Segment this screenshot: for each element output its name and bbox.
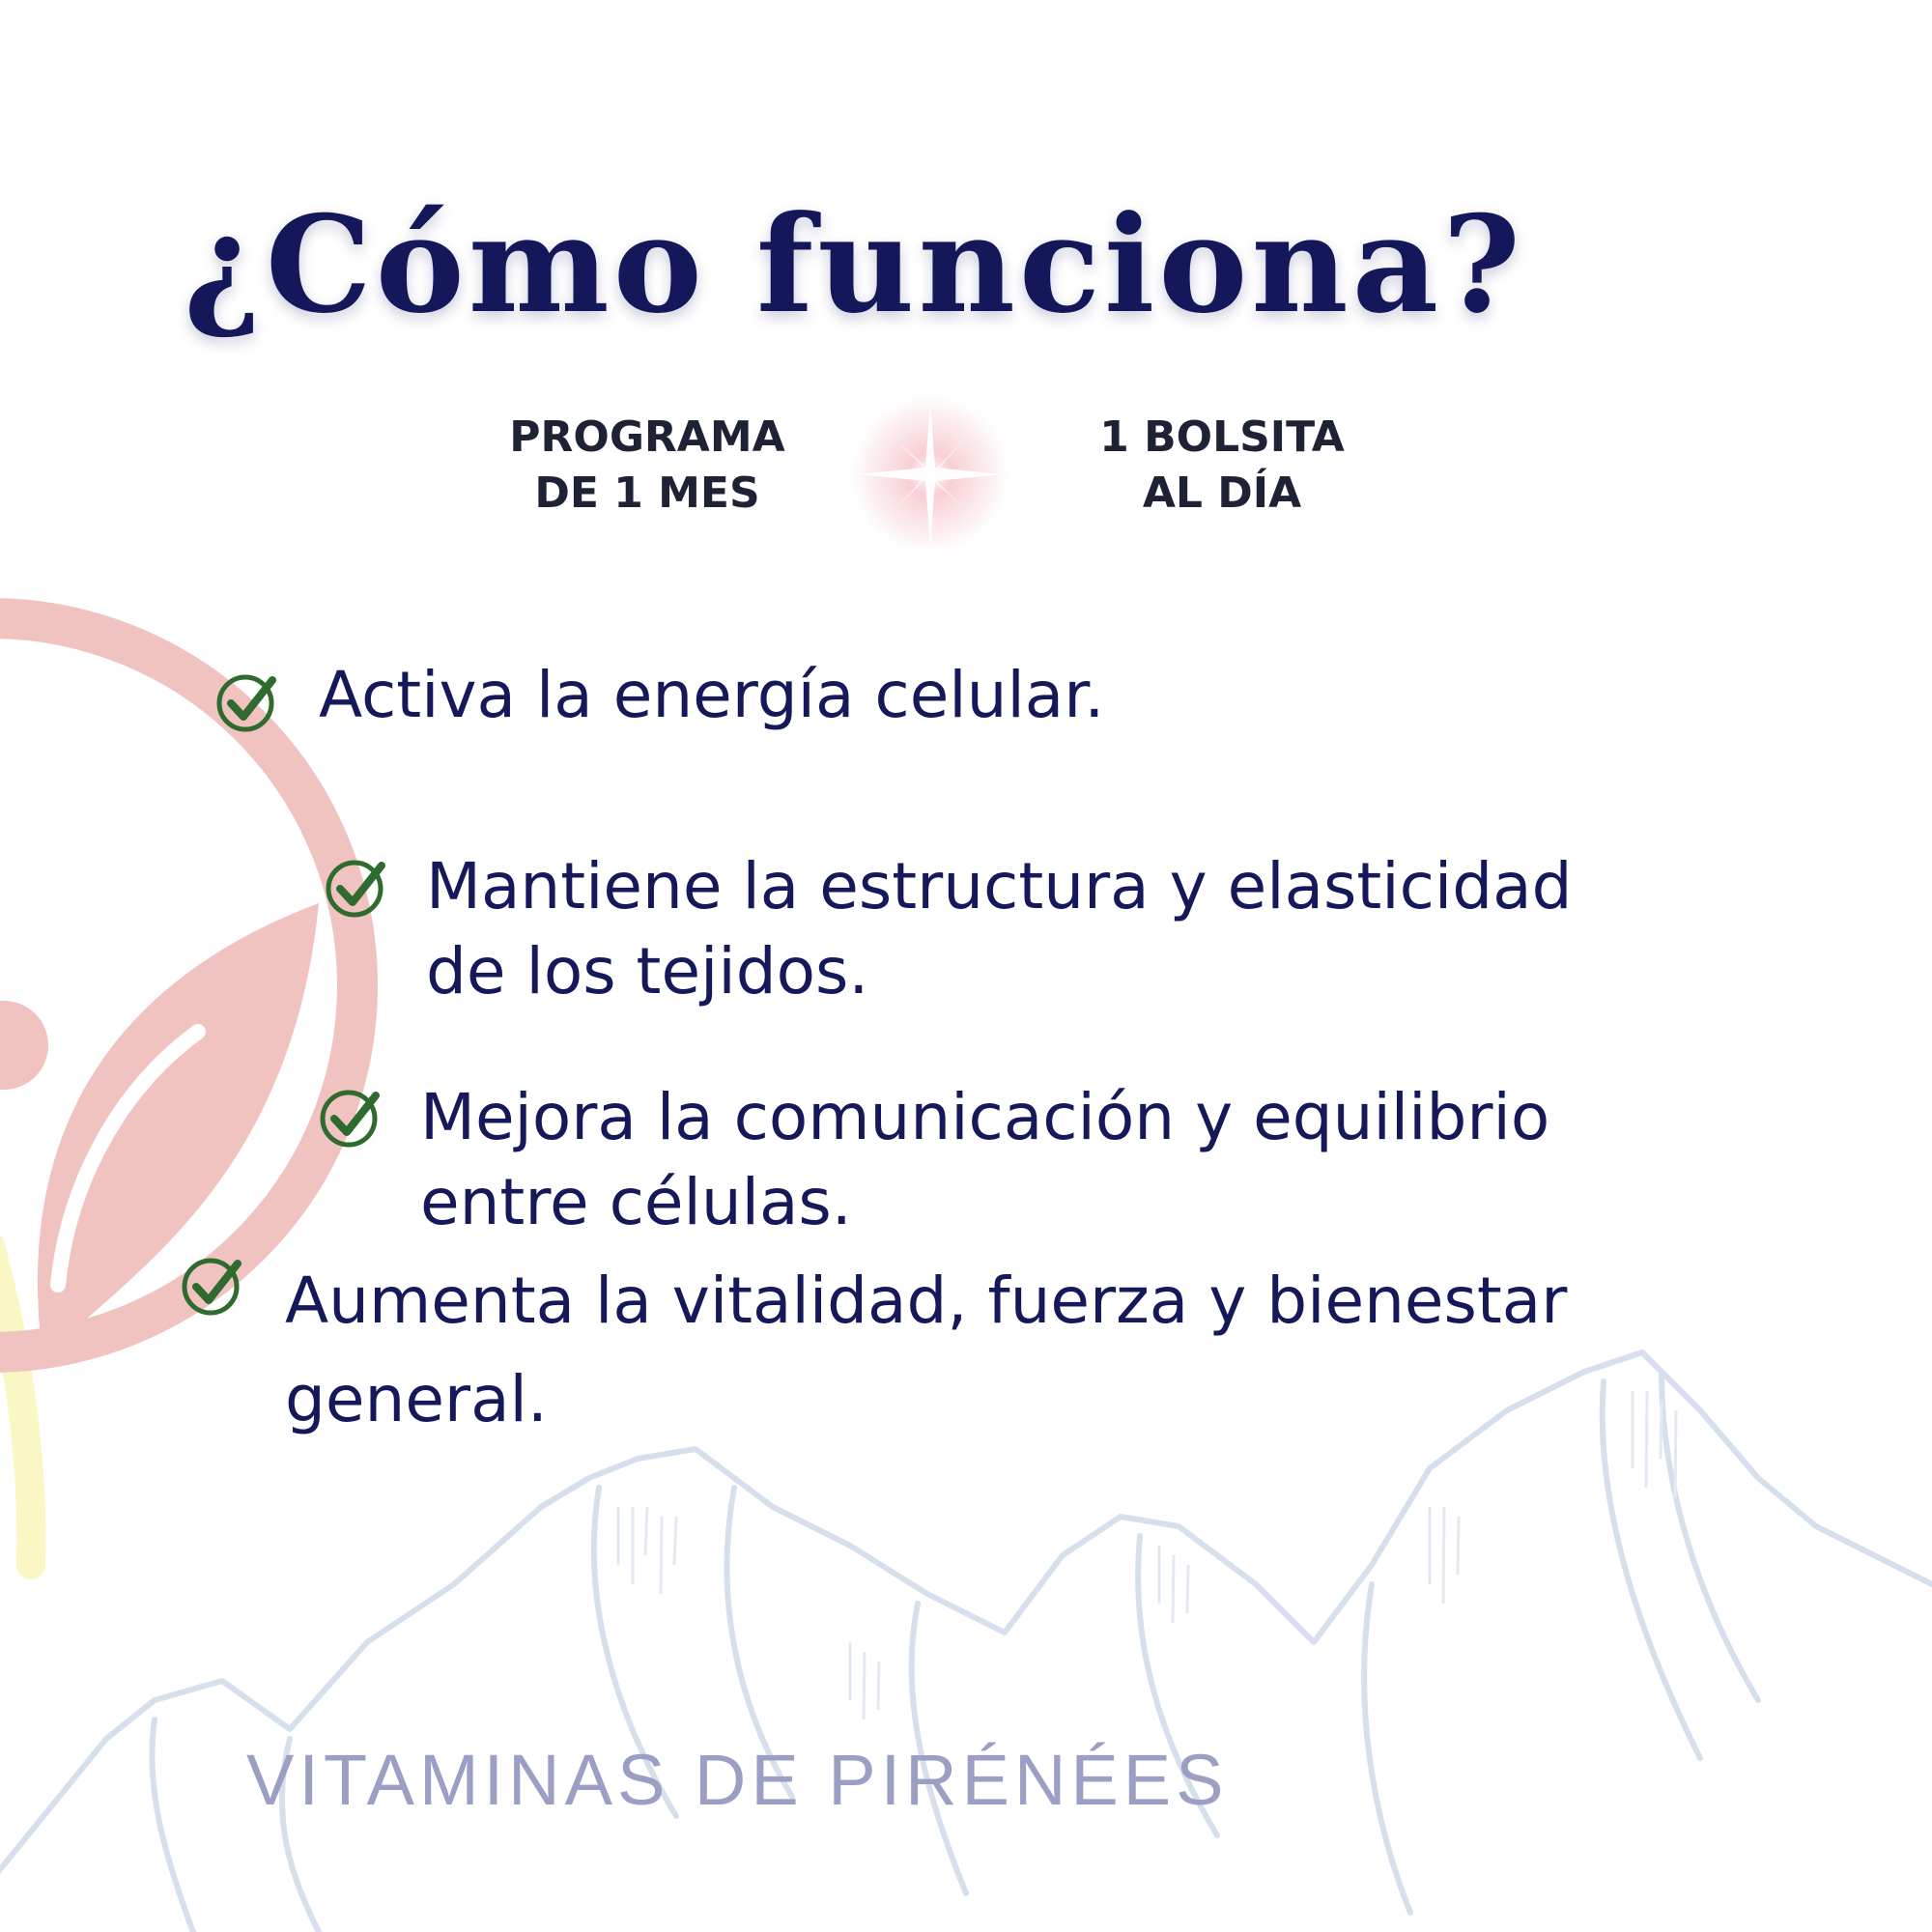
- daily-dose-line-2: AL DÍA: [1142, 469, 1302, 518]
- check-circle-icon: [320, 1090, 380, 1148]
- daily-dose-info: 1 BOLSITA AL DÍA: [1043, 410, 1401, 522]
- program-duration-line-2: DE 1 MES: [534, 469, 760, 518]
- check-circle-icon: [182, 1258, 242, 1316]
- program-duration-info: PROGRAMA DE 1 MES: [473, 410, 821, 522]
- brand-name: VITAMINAS DE PIRÉNÉES: [246, 1740, 1229, 1820]
- benefit-item-3-line-1: Mejora la comunicación y equilibrio: [420, 1080, 1550, 1154]
- check-circle-icon: [326, 860, 385, 918]
- benefit-item-4: Aumenta la vitalidad, fuerza y bienestar…: [285, 1252, 1567, 1449]
- benefit-item-4-line-1: Aumenta la vitalidad, fuerza y bienestar: [285, 1264, 1568, 1338]
- daily-dose-line-1: 1 BOLSITA: [1099, 412, 1345, 462]
- benefit-item-1: Activa la energía celular.: [319, 653, 1104, 738]
- check-circle-icon: [216, 674, 276, 732]
- benefit-item-2: Mantiene la estructura y elasticidad de …: [426, 844, 1573, 1014]
- benefit-item-3: Mejora la comunicación y equilibrio entr…: [420, 1075, 1549, 1245]
- program-duration-line-1: PROGRAMA: [509, 412, 785, 462]
- benefit-item-4-line-2: general.: [285, 1362, 548, 1436]
- page-title: ¿Cómo funciona?: [184, 185, 1524, 343]
- benefit-item-3-line-2: entre células.: [420, 1165, 852, 1239]
- sparkle-icon: [841, 385, 1019, 563]
- benefit-item-2-line-2: de los tejidos.: [426, 934, 869, 1009]
- benefit-item-2-line-1: Mantiene la estructura y elasticidad: [426, 849, 1573, 923]
- benefit-item-1-line-1: Activa la energía celular.: [319, 658, 1105, 732]
